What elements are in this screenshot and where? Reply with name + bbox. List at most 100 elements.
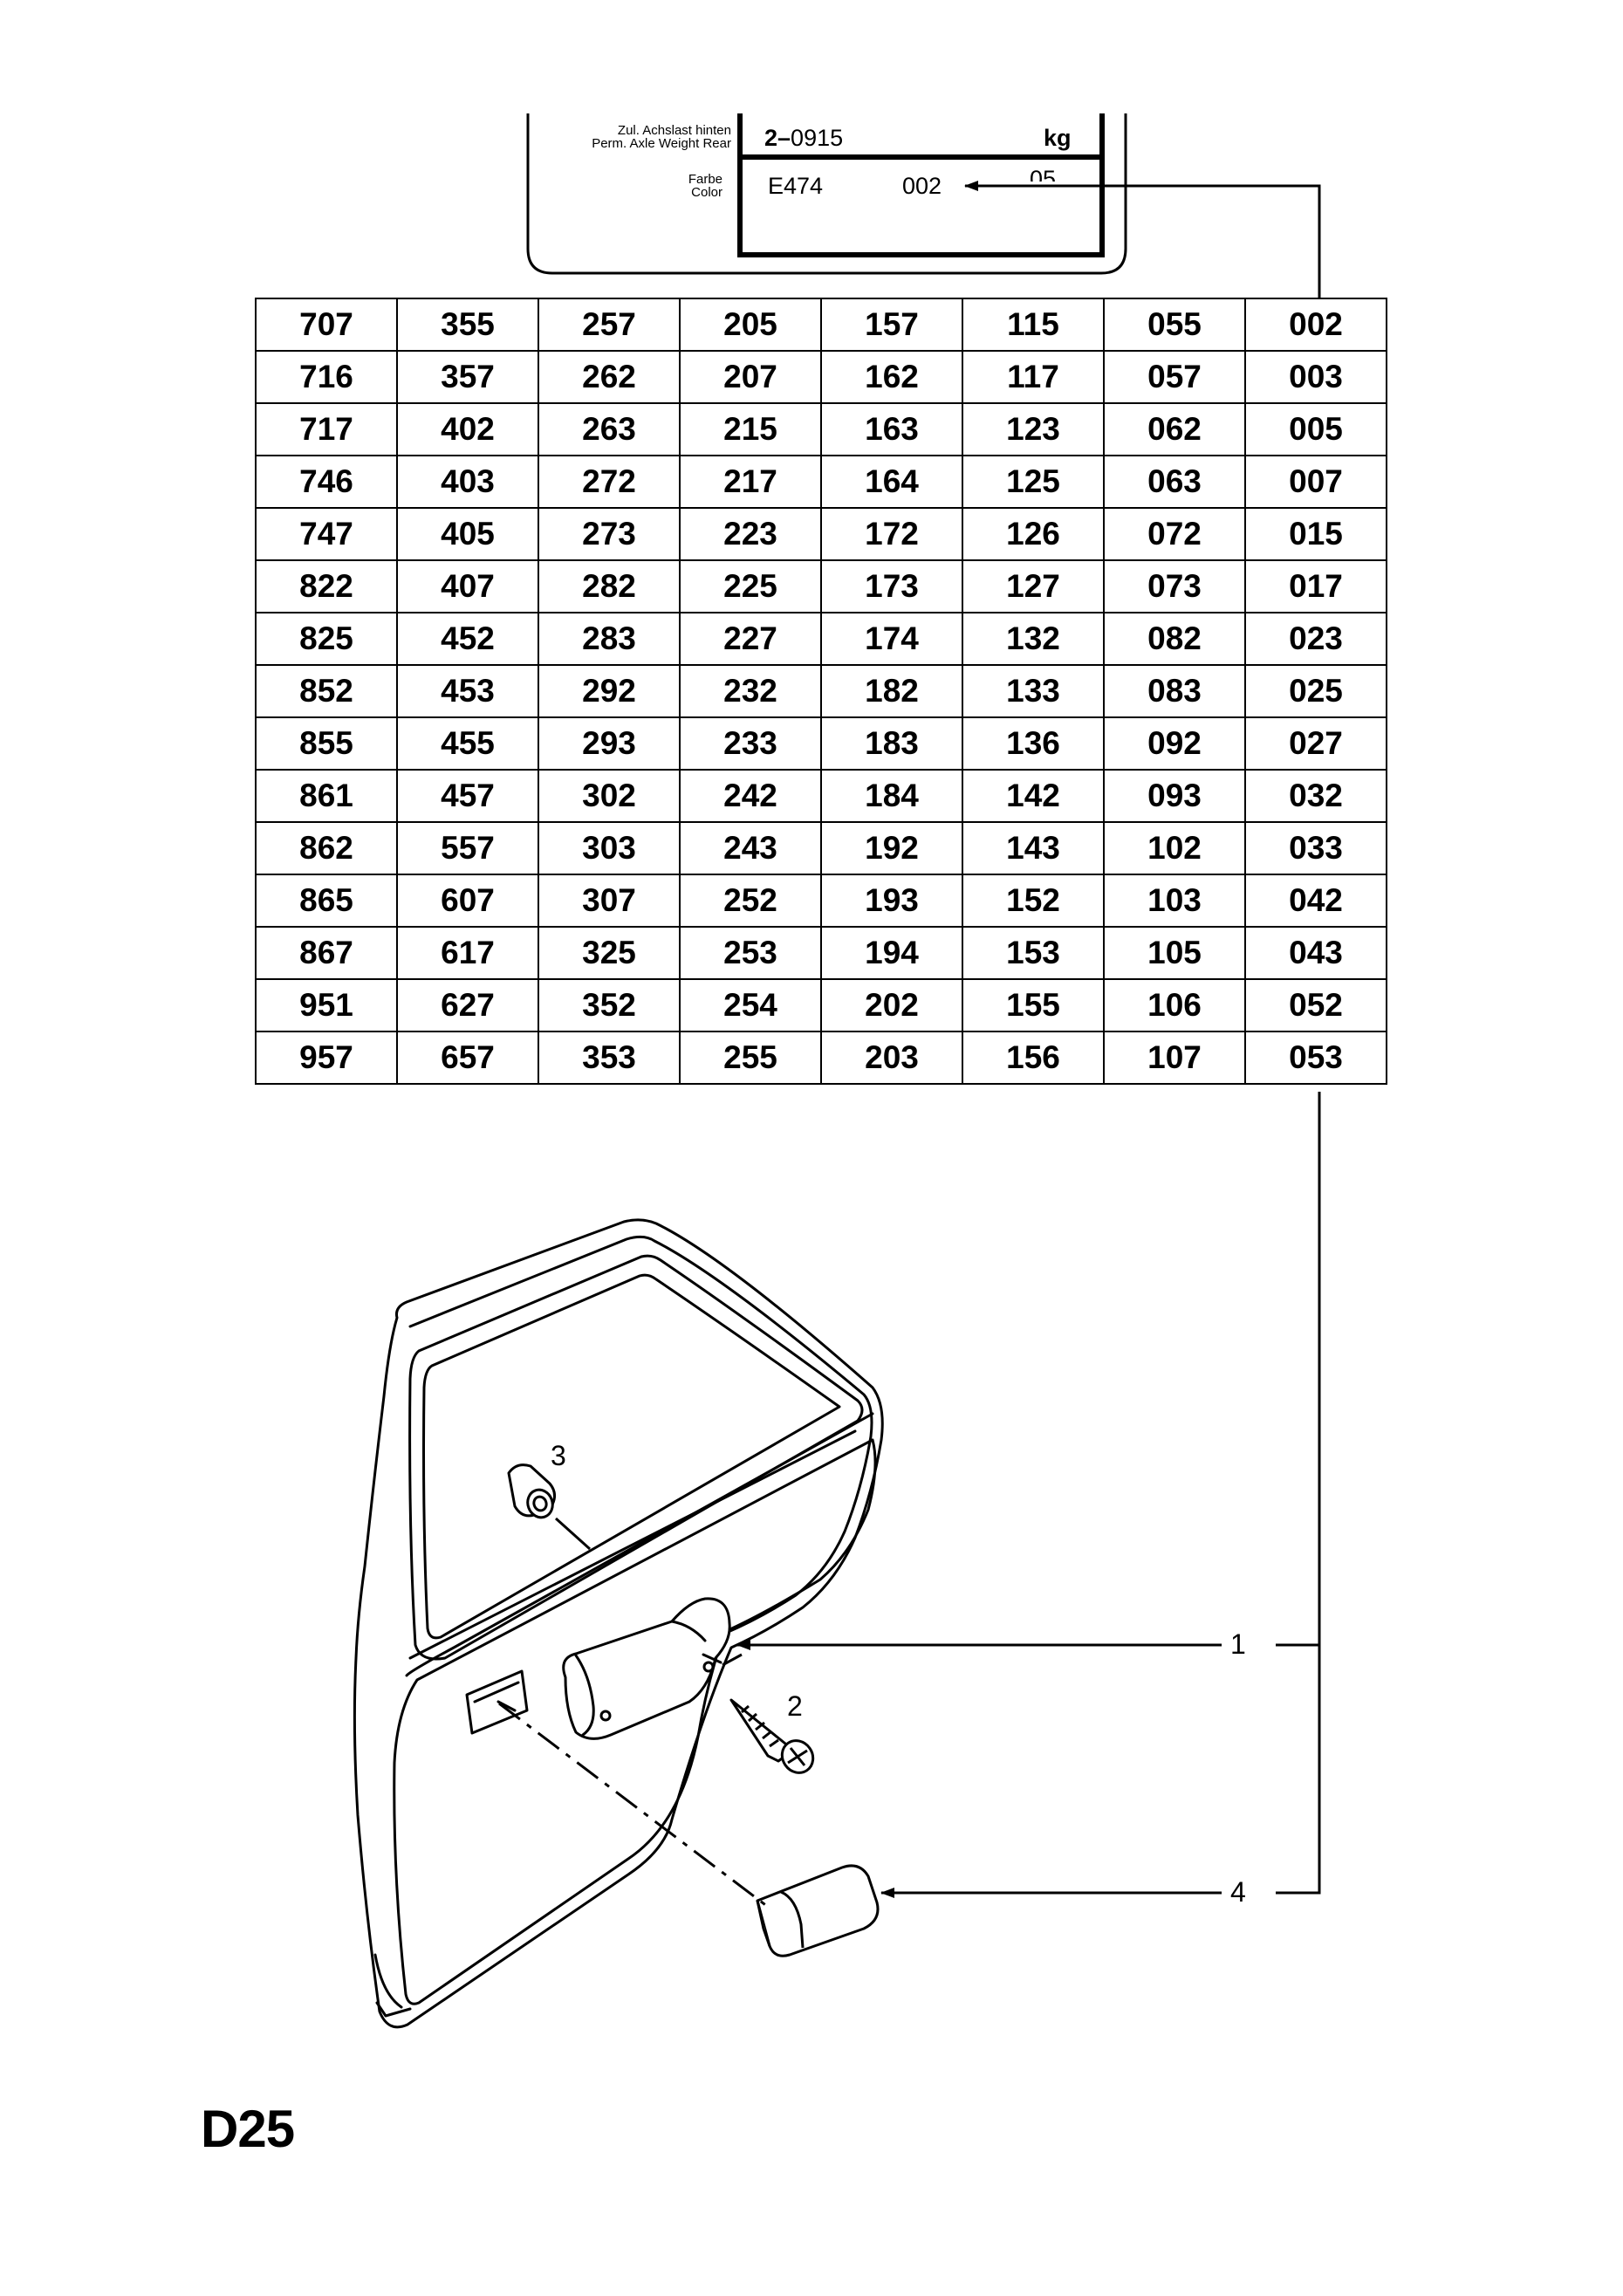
color-code-highlight: 002 bbox=[902, 173, 942, 199]
rear-door-drawing bbox=[353, 1218, 884, 2029]
table-cell: 325 bbox=[538, 926, 681, 980]
page-id: D25 bbox=[201, 2100, 295, 2158]
color-code-right: 05 bbox=[1030, 166, 1057, 182]
table-cell: 716 bbox=[255, 350, 398, 404]
table-cell: 156 bbox=[962, 1031, 1105, 1085]
table-cell: 352 bbox=[538, 978, 681, 1032]
table-cell: 232 bbox=[679, 664, 822, 718]
table-cell: 152 bbox=[962, 874, 1105, 928]
table-cell: 707 bbox=[255, 298, 398, 352]
table-cell: 073 bbox=[1103, 559, 1246, 613]
table-cell: 184 bbox=[820, 769, 963, 823]
table-cell: 227 bbox=[679, 612, 822, 666]
table-cell: 003 bbox=[1244, 350, 1387, 404]
table-cell: 126 bbox=[962, 507, 1105, 561]
table-cell: 957 bbox=[255, 1031, 398, 1085]
table-cell: 092 bbox=[1103, 716, 1246, 771]
table-cell: 455 bbox=[396, 716, 539, 771]
table-cell: 032 bbox=[1244, 769, 1387, 823]
table-cell: 183 bbox=[820, 716, 963, 771]
table-cell: 243 bbox=[679, 821, 822, 875]
table-cell: 242 bbox=[679, 769, 822, 823]
table-cell: 105 bbox=[1103, 926, 1246, 980]
table-cell: 262 bbox=[538, 350, 681, 404]
color-label-en: Color bbox=[691, 185, 722, 200]
table-cell: 172 bbox=[820, 507, 963, 561]
table-cell: 155 bbox=[962, 978, 1105, 1032]
table-cell: 867 bbox=[255, 926, 398, 980]
table-cell: 106 bbox=[1103, 978, 1246, 1032]
table-cell: 207 bbox=[679, 350, 822, 404]
table-cell: 254 bbox=[679, 978, 822, 1032]
table-cell: 023 bbox=[1244, 612, 1387, 666]
table-cell: 293 bbox=[538, 716, 681, 771]
table-cell: 292 bbox=[538, 664, 681, 718]
table-cell: 407 bbox=[396, 559, 539, 613]
table-cell: 205 bbox=[679, 298, 822, 352]
callout-4: 4 bbox=[1230, 1876, 1246, 1908]
table-cell: 174 bbox=[820, 612, 963, 666]
assembly-axes bbox=[498, 1653, 769, 1909]
table-cell: 355 bbox=[396, 298, 539, 352]
table-cell: 133 bbox=[962, 664, 1105, 718]
part-1-handle-drawing bbox=[562, 1597, 731, 1740]
callout-3: 3 bbox=[551, 1440, 566, 1471]
table-cell: 746 bbox=[255, 455, 398, 509]
part-3-knob-drawing bbox=[507, 1463, 556, 1519]
table-cell: 283 bbox=[538, 612, 681, 666]
table-cell: 233 bbox=[679, 716, 822, 771]
table-cell: 017 bbox=[1244, 559, 1387, 613]
table-cell: 402 bbox=[396, 402, 539, 456]
table-cell: 282 bbox=[538, 559, 681, 613]
table-cell: 115 bbox=[962, 298, 1105, 352]
axle-weight-number: 0915 bbox=[791, 125, 844, 151]
table-cell: 223 bbox=[679, 507, 822, 561]
table-cell: 253 bbox=[679, 926, 822, 980]
table-cell: 453 bbox=[396, 664, 539, 718]
table-cell: 102 bbox=[1103, 821, 1246, 875]
table-cell: 093 bbox=[1103, 769, 1246, 823]
plate-leader-line bbox=[964, 181, 1321, 298]
table-cell: 627 bbox=[396, 978, 539, 1032]
table-cell: 357 bbox=[396, 350, 539, 404]
table-cell: 353 bbox=[538, 1031, 681, 1085]
table-cell: 822 bbox=[255, 559, 398, 613]
table-cell: 951 bbox=[255, 978, 398, 1032]
table-cell: 062 bbox=[1103, 402, 1246, 456]
table-cell: 263 bbox=[538, 402, 681, 456]
table-cell: 302 bbox=[538, 769, 681, 823]
table-cell: 002 bbox=[1244, 298, 1387, 352]
axle-weight-prefix: 2– bbox=[764, 125, 791, 151]
table-cell: 272 bbox=[538, 455, 681, 509]
table-cell: 163 bbox=[820, 402, 963, 456]
table-cell: 117 bbox=[962, 350, 1105, 404]
axle-weight-unit: kg bbox=[1044, 125, 1072, 151]
table-cell: 403 bbox=[396, 455, 539, 509]
part-4-cover-drawing bbox=[756, 1864, 880, 1957]
part-2-screw-drawing bbox=[729, 1698, 815, 1774]
table-cell: 015 bbox=[1244, 507, 1387, 561]
table-cell: 861 bbox=[255, 769, 398, 823]
table-cell: 257 bbox=[538, 298, 681, 352]
table-cell: 193 bbox=[820, 874, 963, 928]
table-cell: 255 bbox=[679, 1031, 822, 1085]
axle-weight-label-de: Zul. Achslast hinten bbox=[617, 123, 731, 138]
table-cell: 192 bbox=[820, 821, 963, 875]
table-cell: 025 bbox=[1244, 664, 1387, 718]
table-cell: 043 bbox=[1244, 926, 1387, 980]
table-cell: 217 bbox=[679, 455, 822, 509]
table-cell: 103 bbox=[1103, 874, 1246, 928]
table-cell: 005 bbox=[1244, 402, 1387, 456]
table-cell: 042 bbox=[1244, 874, 1387, 928]
